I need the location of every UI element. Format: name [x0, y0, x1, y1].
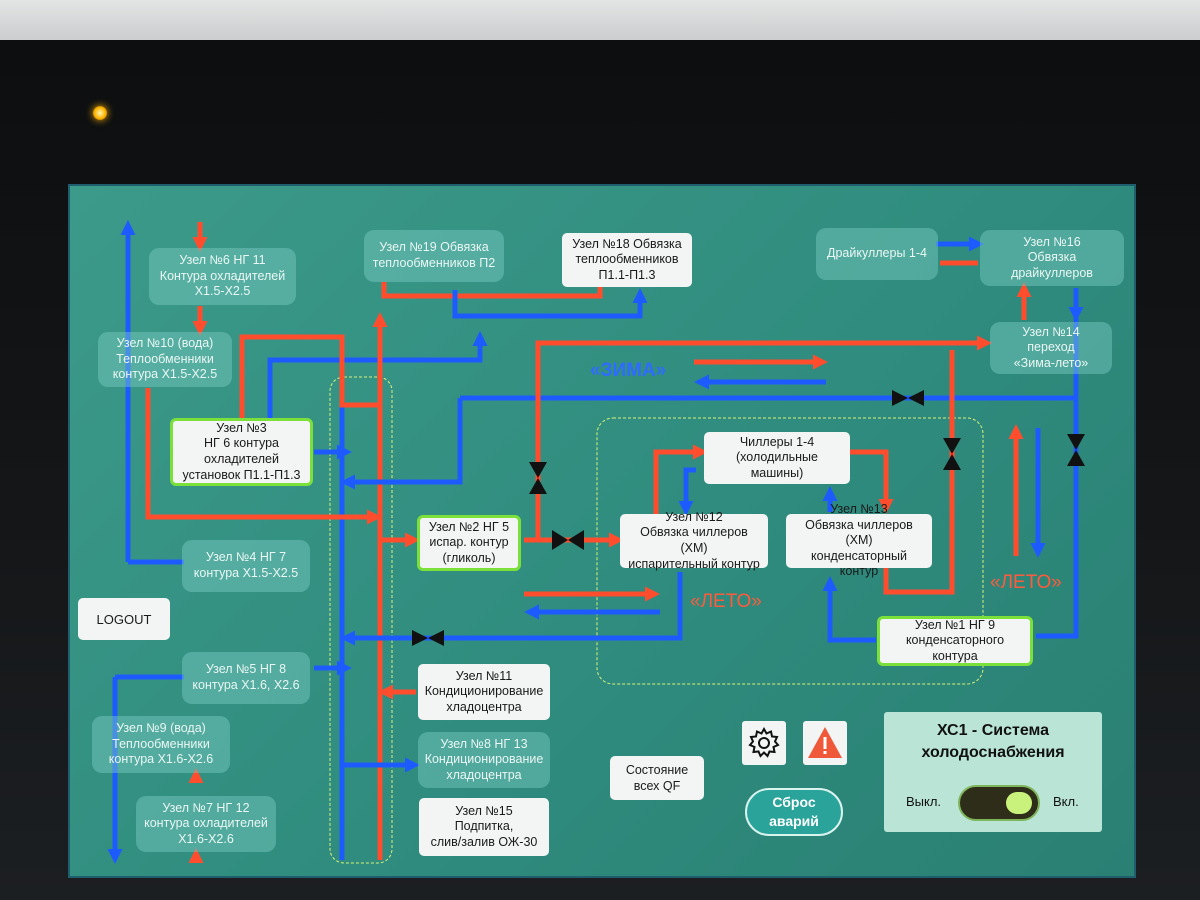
node-drycoolers[interactable]: Драйкуллеры 1-4	[816, 228, 938, 280]
system-toggle[interactable]	[958, 785, 1040, 821]
node-2[interactable]: Узел №2 НГ 5 испар. контур (гликоль)	[417, 515, 521, 571]
summer-label-left: «ЛЕТО»	[690, 591, 762, 612]
node-7[interactable]: Узел №7 НГ 12 контура охладителей Х1.6-Х…	[136, 796, 276, 852]
chillers-region	[596, 417, 984, 685]
node-19[interactable]: Узел №19 Обвязка теплообменников П2	[364, 230, 504, 282]
valve-icon	[1067, 434, 1085, 466]
node-6[interactable]: Узел №6 НГ 11 Контура охладителей Х1.5-Х…	[149, 248, 296, 305]
gear-icon	[748, 726, 780, 758]
node-11[interactable]: Узел №11 Кондиционирование хладоцентра	[418, 664, 550, 720]
node-chillers[interactable]: Чиллеры 1-4 (холодильные машины)	[704, 432, 850, 484]
node-9[interactable]: Узел №9 (вода) Теплообменники контура Х1…	[92, 716, 230, 773]
toggle-knob	[1006, 792, 1032, 814]
valve-icon	[552, 530, 584, 550]
valve-icon	[529, 462, 547, 494]
node-10[interactable]: Узел №10 (вода) Теплообменники контура Х…	[98, 332, 232, 387]
node-3[interactable]: Узел №3 НГ 6 контура охладителей установ…	[170, 418, 313, 486]
system-title: ХС1 - Система холодоснабжения	[921, 722, 1065, 762]
node-15[interactable]: Узел №15 Подпитка, слив/залив ОЖ-30	[419, 798, 549, 856]
node-5[interactable]: Узел №5 НГ 8 контура Х1.6, Х2.6	[182, 652, 310, 704]
alarm-button[interactable]	[803, 721, 847, 765]
winter-label: «ЗИМА»	[590, 360, 667, 381]
qf-state-button[interactable]: Состояние всех QF	[610, 756, 704, 800]
valves	[412, 390, 1085, 646]
node-16[interactable]: Узел №16 Обвязка драйкуллеров	[980, 230, 1124, 286]
node-13[interactable]: Узел №13 Обвязка чиллеров (ХМ) конденсат…	[786, 502, 932, 578]
summer-label-right: «ЛЕТО»	[990, 572, 1062, 593]
collector-region	[329, 376, 393, 864]
power-led	[93, 106, 107, 120]
valve-icon	[412, 630, 444, 646]
node-8[interactable]: Узел №8 НГ 13 Кондиционирование хладоцен…	[418, 732, 550, 788]
node-18[interactable]: Узел №18 Обвязка теплообменников П1.1-П1…	[562, 233, 692, 287]
settings-button[interactable]	[742, 721, 786, 765]
reset-alarms-button[interactable]: Сброс аварий	[745, 788, 843, 836]
valve-icon	[943, 438, 961, 470]
node-1[interactable]: Узел №1 НГ 9 конденсаторного контура	[877, 616, 1033, 666]
system-on-label: Вкл.	[1053, 794, 1079, 809]
node-14[interactable]: Узел №14 переход «Зима-лето»	[990, 322, 1112, 374]
logout-button[interactable]: LOGOUT	[78, 598, 170, 640]
system-off-label: Выкл.	[906, 794, 942, 809]
warning-icon	[808, 727, 842, 758]
node-4[interactable]: Узел №4 НГ 7 контура Х1.5-Х2.5	[182, 540, 310, 592]
node-12[interactable]: Узел №12 Обвязка чиллеров (ХМ) испарител…	[620, 510, 768, 571]
valve-icon	[892, 390, 924, 406]
